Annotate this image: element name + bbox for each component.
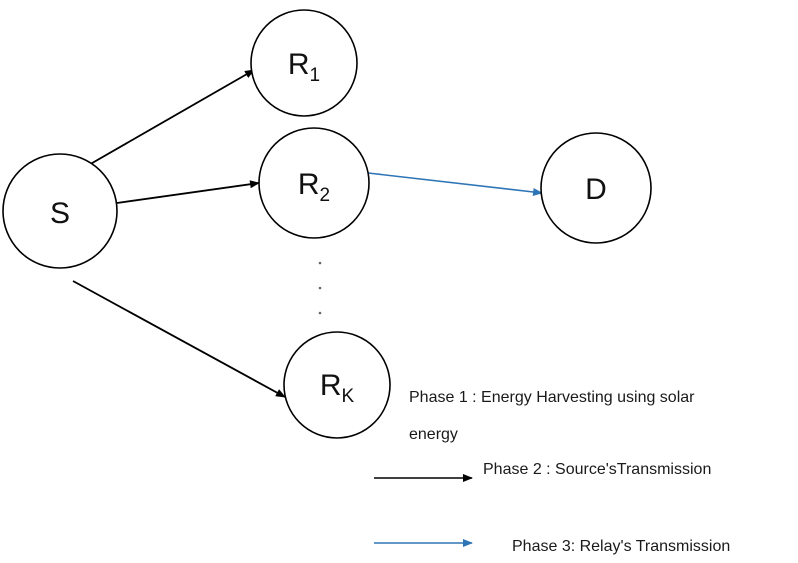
node-destination-label: D [585, 173, 607, 206]
edge-r2-d [367, 172, 543, 196]
legend-phase3-label: Phase 3: Relay's Transmission [512, 538, 731, 555]
node-source-label: S [50, 197, 70, 230]
legend-phase2-label: Phase 2 : Source'sTransmission [483, 461, 712, 478]
node-relay-k-label: RK [320, 369, 355, 407]
legend-phase1-line2: energy [409, 426, 458, 443]
node-relay-k: RK [283, 331, 391, 439]
edge-s-r1 [79, 69, 255, 171]
node-relay-1: R1 [250, 9, 358, 117]
node-relay-2-label: R2 [298, 168, 330, 206]
edge-s-r2 [116, 180, 260, 204]
node-destination: D [540, 132, 652, 244]
node-relay-2: R2 [258, 127, 370, 239]
edge-s-rk [72, 280, 286, 398]
node-relay-1-label: R1 [288, 48, 320, 86]
node-source: S [2, 153, 118, 269]
relay-ellipsis [318, 261, 322, 315]
legend-phase1-line1: Phase 1 : Energy Harvesting using solar [409, 389, 695, 406]
